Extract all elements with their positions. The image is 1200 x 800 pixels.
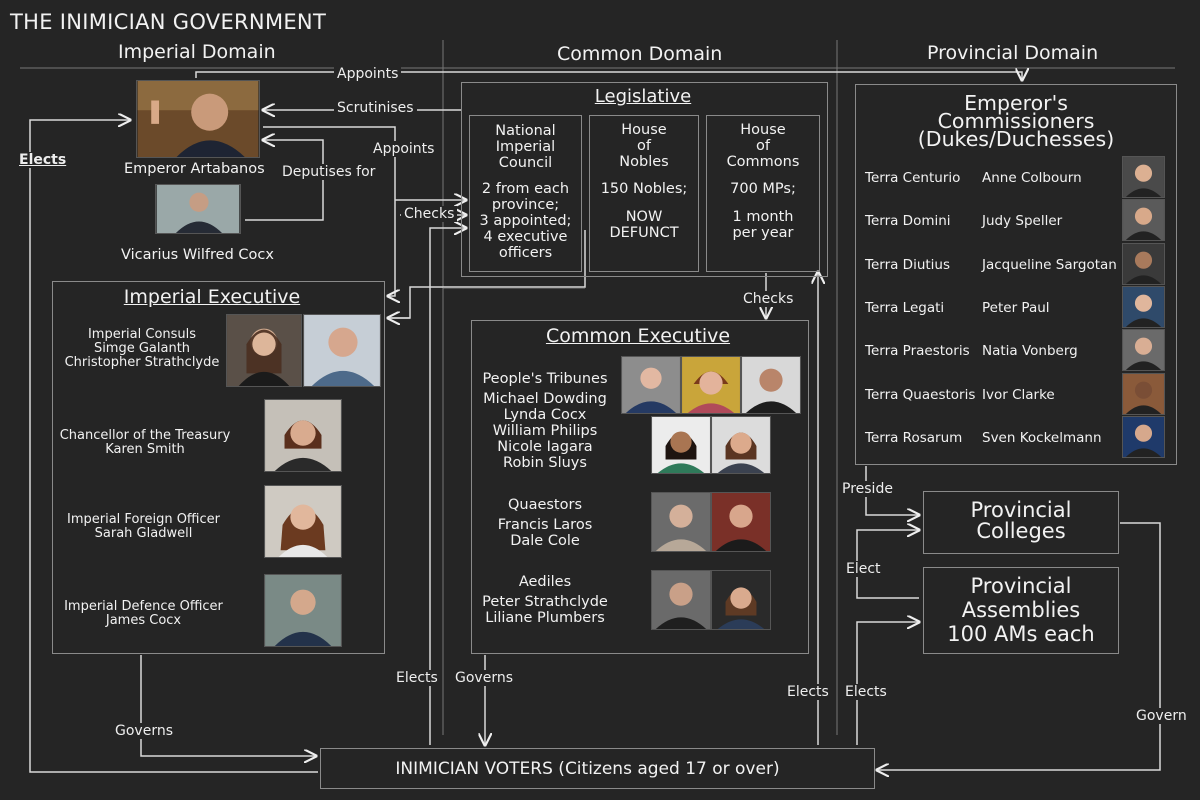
- vicarius-name: Vicarius Wilfred Cocx: [121, 247, 274, 263]
- commissioner-province: Terra Legati: [865, 299, 945, 316]
- provincial-colleges-box: [923, 491, 1119, 554]
- domain-label-common: Common Domain: [557, 43, 723, 65]
- tribune-photo-3: [741, 356, 801, 414]
- commissioners-box: [855, 84, 1177, 465]
- label-preside: Preside: [839, 481, 896, 497]
- tribune-photo-1: [621, 356, 681, 414]
- national-council-box: [469, 115, 582, 272]
- imperial-executive-title: Imperial Executive: [123, 286, 301, 308]
- label-appoints-side: Appoints: [370, 141, 438, 157]
- label-govern-provincial: Govern: [1133, 708, 1190, 724]
- aedile-photo-2: [711, 570, 771, 630]
- commissioner-photo: [1122, 329, 1165, 372]
- commissioner-province: Terra Quaestoris: [865, 386, 976, 403]
- treasury-photo: [264, 399, 342, 472]
- label-deputises: Deputises for: [279, 164, 379, 180]
- imperial-executive-box: [52, 281, 385, 654]
- label-elects-left: Elects: [16, 152, 70, 168]
- domain-label-imperial: Imperial Domain: [118, 41, 276, 63]
- label-elects-commons: Elects: [784, 684, 832, 700]
- house-of-nobles-box: [589, 115, 699, 272]
- voters-box: [320, 748, 875, 789]
- domain-label-provincial: Provincial Domain: [927, 42, 1099, 64]
- commissioner-name: Ivor Clarke: [982, 386, 1055, 403]
- commissioner-province: Terra Praestoris: [865, 343, 970, 360]
- commissioner-photo: [1122, 199, 1165, 242]
- commissioner-province: Terra Domini: [865, 213, 951, 230]
- quaestor-photo-1: [651, 492, 711, 552]
- commissioner-province: Terra Rosarum: [865, 429, 963, 446]
- label-appoints-top: Appoints: [334, 66, 402, 82]
- commissioner-province: Terra Diutius: [865, 256, 951, 273]
- consul-photo-2: [303, 314, 381, 387]
- house-of-commons-box: [706, 115, 820, 272]
- commissioner-name: Judy Speller: [982, 213, 1063, 230]
- commissioner-name: Jacqueline Sargotan: [982, 256, 1117, 273]
- commissioner-photo: [1122, 372, 1165, 415]
- legislative-title: Legislative: [594, 86, 692, 107]
- commissioner-name: Sven Kockelmann: [982, 429, 1102, 446]
- emperor-photo: [136, 80, 260, 158]
- commissioner-photo: [1122, 156, 1165, 198]
- commissioner-name: Natia Vonberg: [982, 343, 1078, 360]
- label-checks-left: Checks: [401, 206, 458, 222]
- emperor-name: Emperor Artabanos: [124, 161, 265, 177]
- label-elects-common: Elects: [393, 670, 441, 686]
- common-executive-box: [471, 320, 809, 654]
- provincial-assemblies-box: [923, 567, 1119, 654]
- vicarius-photo: [155, 184, 241, 234]
- commissioner-name: Peter Paul: [982, 299, 1050, 316]
- consul-photo-1: [226, 314, 302, 387]
- label-governs-imperial: Governs: [112, 723, 176, 739]
- label-elect-colleges: Elect: [843, 561, 884, 577]
- page-title: THE INIMICIAN GOVERNMENT: [10, 10, 327, 34]
- label-governs-common: Governs: [452, 670, 516, 686]
- common-executive-title: Common Executive: [545, 325, 731, 347]
- voters-text: INIMICIAN VOTERS (Citizens aged 17 or ov…: [395, 759, 780, 779]
- tribune-photo-4: [651, 416, 711, 474]
- legislative-box: [461, 82, 828, 277]
- commissioner-photo: [1122, 285, 1165, 328]
- foreign-officer-photo: [264, 485, 342, 558]
- aedile-photo-1: [651, 570, 711, 630]
- tribune-photo-2: [681, 356, 741, 414]
- defence-officer-photo: [264, 574, 342, 647]
- commissioner-photo: [1122, 242, 1165, 285]
- tribune-photo-5: [711, 416, 771, 474]
- label-checks-down: Checks: [740, 291, 797, 307]
- commissioner-province: Terra Centurio: [865, 170, 961, 186]
- quaestor-photo-2: [711, 492, 771, 552]
- commissioner-name: Anne Colbourn: [982, 170, 1082, 186]
- commissioner-photo: [1122, 415, 1165, 458]
- label-elects-assemblies: Elects: [842, 684, 890, 700]
- label-scrutinises: Scrutinises: [334, 100, 417, 116]
